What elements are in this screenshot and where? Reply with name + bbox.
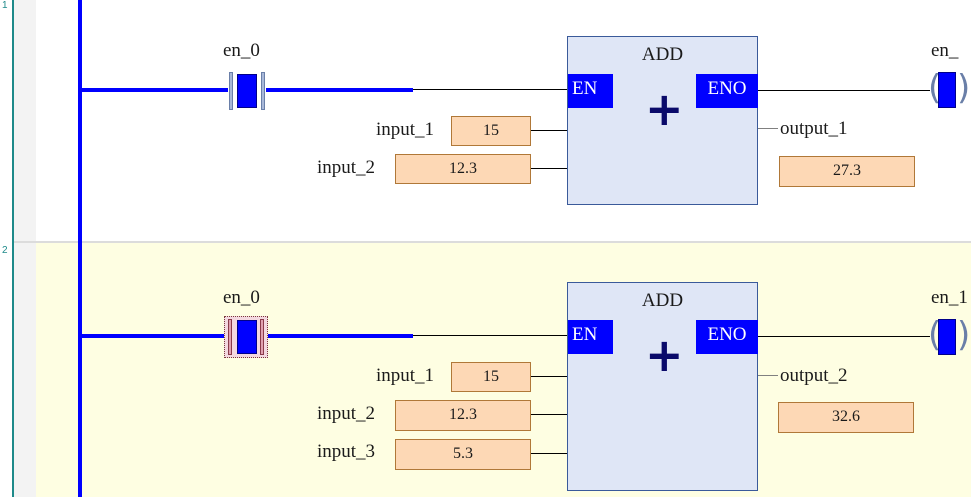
- wire: [531, 414, 567, 415]
- en-pin[interactable]: EN: [568, 74, 613, 108]
- wire: [531, 168, 567, 169]
- rung-separator: [14, 241, 971, 243]
- en-pin[interactable]: EN: [568, 320, 613, 354]
- eno-pin[interactable]: ENO: [696, 74, 758, 108]
- wire: [531, 376, 567, 377]
- block-title: ADD: [641, 44, 684, 65]
- coil-state-icon: [938, 72, 956, 108]
- contact-label: en_0: [223, 40, 260, 61]
- input-label: input_1: [376, 365, 435, 386]
- input-label: input_1: [376, 119, 435, 140]
- contact-en-0[interactable]: [228, 71, 266, 111]
- coil-left-paren: (: [928, 315, 942, 355]
- block-title: ADD: [641, 290, 684, 311]
- input-value-box[interactable]: 12.3: [395, 400, 531, 431]
- wire: [531, 453, 567, 454]
- contact-bar-left: [229, 72, 233, 110]
- coil-en[interactable]: ( ): [928, 68, 971, 110]
- wire: [413, 89, 568, 90]
- contact-bar-right: [261, 72, 265, 110]
- input-label: input_2: [317, 403, 376, 424]
- output-label: output_1: [780, 118, 848, 139]
- energized-wire: [82, 334, 228, 338]
- rung-gutter: [14, 0, 36, 497]
- contact-state-icon: [237, 320, 257, 354]
- input-label: input_3: [317, 441, 376, 462]
- wire: [413, 335, 568, 336]
- wire: [531, 130, 567, 131]
- plus-icon: +: [645, 82, 684, 136]
- energized-wire: [266, 88, 413, 92]
- energized-wire: [82, 88, 228, 92]
- contact-bar-right: [260, 319, 264, 355]
- output-label: output_2: [780, 365, 848, 386]
- left-power-rail: [78, 0, 82, 497]
- output-value-box[interactable]: 32.6: [778, 402, 914, 433]
- energized-wire: [266, 334, 413, 338]
- contact-en-0-selected[interactable]: [224, 316, 268, 358]
- input-label: input_2: [317, 157, 376, 178]
- coil-label: en_1: [931, 287, 968, 308]
- contact-label: en_0: [223, 287, 260, 308]
- coil-right-paren: ): [957, 315, 971, 355]
- input-value-box[interactable]: 15: [451, 362, 531, 392]
- input-value-box[interactable]: 15: [451, 116, 531, 146]
- wire: [758, 336, 930, 337]
- add-function-block[interactable]: ADD EN ENO +: [567, 282, 758, 491]
- coil-en-1[interactable]: ( ): [928, 315, 971, 357]
- rung-number: 1: [2, 0, 8, 11]
- input-value-box[interactable]: 12.3: [395, 154, 531, 184]
- contact-bar-left: [228, 319, 232, 355]
- wire: [758, 375, 778, 376]
- eno-pin[interactable]: ENO: [696, 320, 758, 354]
- input-value-box[interactable]: 5.3: [395, 439, 531, 470]
- output-value-box[interactable]: 27.3: [779, 156, 915, 187]
- coil-right-paren: ): [957, 68, 971, 108]
- wire: [758, 90, 930, 91]
- wire: [758, 128, 778, 129]
- coil-label: en_: [931, 40, 959, 61]
- plus-icon: +: [645, 328, 684, 382]
- rung-number: 2: [2, 245, 8, 256]
- coil-left-paren: (: [928, 68, 942, 108]
- gutter-line: [12, 0, 14, 497]
- coil-state-icon: [938, 319, 956, 355]
- add-function-block[interactable]: ADD EN ENO +: [567, 36, 758, 205]
- contact-state-icon: [237, 74, 257, 108]
